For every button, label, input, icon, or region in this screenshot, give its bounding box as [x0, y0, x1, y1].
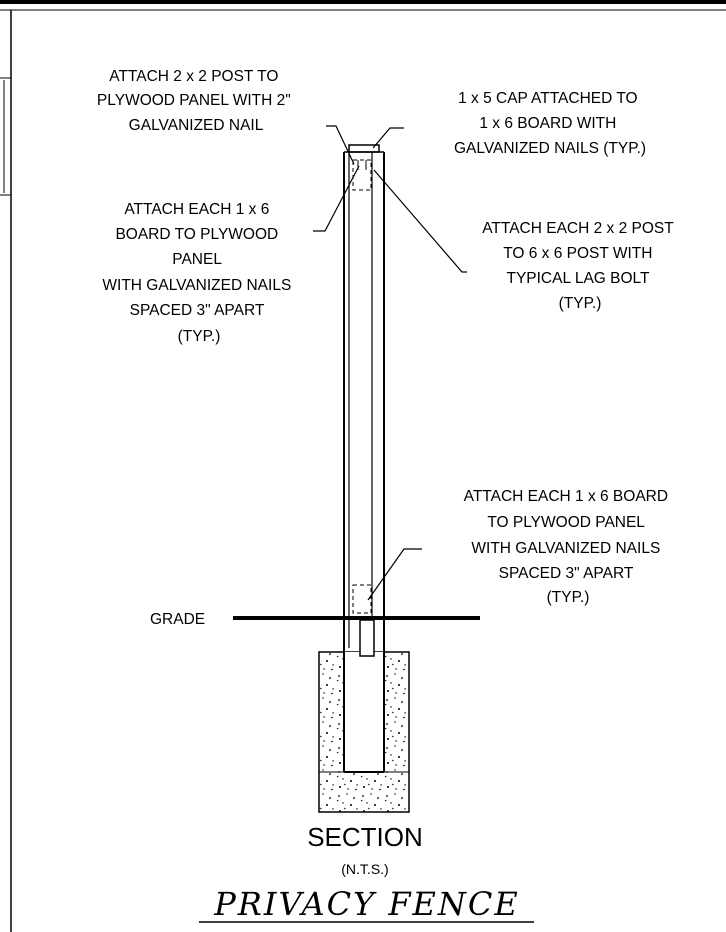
section-scale: (N.T.S.)	[341, 861, 388, 877]
fence-post-assembly	[343, 144, 385, 773]
grade-label: GRADE	[150, 611, 205, 628]
drawing-title: PRIVACY FENCE	[213, 885, 520, 923]
note-cap-attached: 1 x 5 CAP ATTACHED TO 1 x 6 BOARD WITH G…	[454, 90, 646, 157]
leader-lines	[313, 125, 467, 601]
note-attach-2x2-to-6x6: ATTACH EACH 2 x 2 POST TO 6 x 6 POST WIT…	[482, 220, 678, 312]
section-title: SECTION	[307, 822, 423, 852]
note-attach-1x6-lower: ATTACH EACH 1 x 6 BOARD TO PLYWOOD PANEL…	[464, 488, 673, 606]
concrete-footing	[318, 651, 410, 813]
note-attach-1x6-upper: ATTACH EACH 1 x 6 BOARD TO PLYWOOD PANEL…	[102, 201, 295, 345]
note-attach-2x2-to-plywood: ATTACH 2 x 2 POST TO PLYWOOD PANEL WITH …	[97, 68, 295, 134]
